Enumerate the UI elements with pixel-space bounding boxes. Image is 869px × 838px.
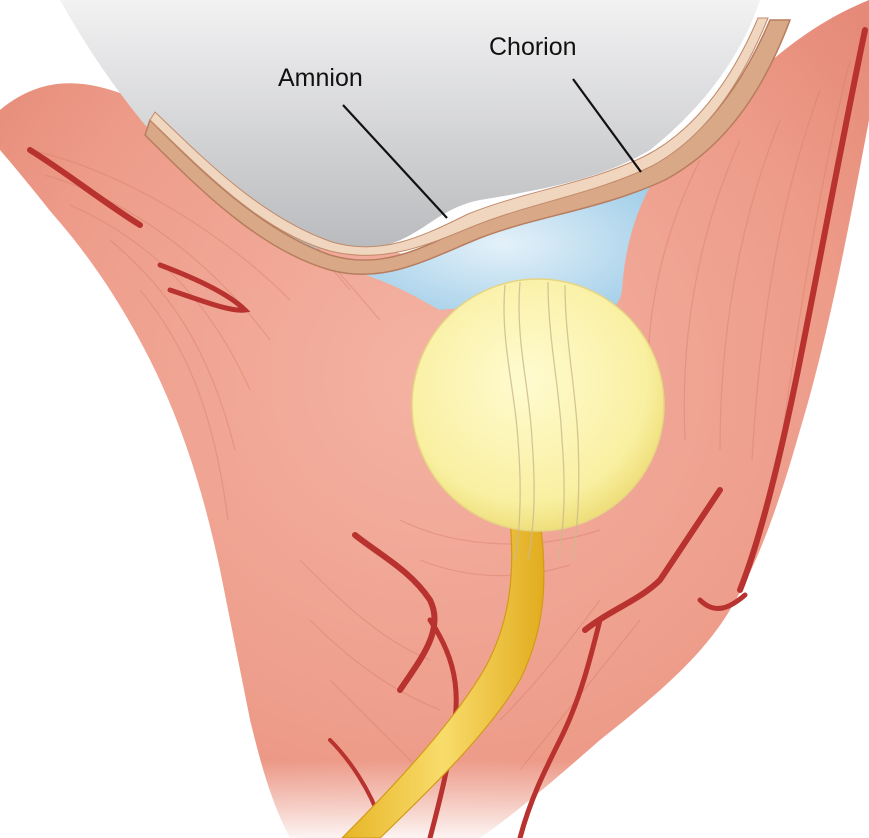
chorion-label: Chorion: [489, 35, 577, 60]
balloon-catheter-bulb: [412, 279, 664, 531]
amnion-label: Amnion: [278, 66, 363, 91]
